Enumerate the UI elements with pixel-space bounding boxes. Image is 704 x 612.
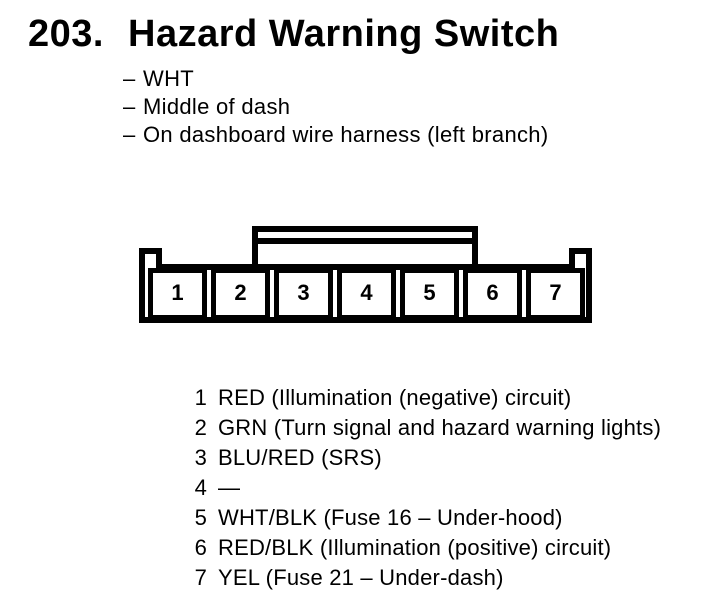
pin-cell-label: 3: [297, 279, 310, 305]
pin-row: 6 RED/BLK (Illumination (positive) circu…: [185, 533, 661, 563]
pin-number: 3: [194, 445, 207, 470]
pin-cell-6: 6: [463, 268, 522, 320]
pin-row: 7 YEL (Fuse 21 – Under-dash): [185, 563, 661, 593]
dash-bullet: –: [123, 66, 136, 91]
pin-cell-label: 6: [486, 279, 499, 305]
pin-cells: 1 2 3 4 5 6 7: [148, 268, 585, 320]
item-number: 203.: [28, 13, 104, 55]
note-text: Middle of dash: [143, 94, 291, 119]
pin-description: —: [218, 475, 241, 500]
pin-row: 5 WHT/BLK (Fuse 16 – Under-hood): [185, 503, 661, 533]
pin-cell-2: 2: [211, 268, 270, 320]
pin-assignment-list: 1 RED (Illumination (negative) circuit) …: [185, 383, 661, 593]
pin-number: 4: [194, 475, 207, 500]
pin-number: 1: [194, 385, 207, 410]
pin-description: RED (Illumination (negative) circuit): [218, 385, 572, 410]
pin-cell-3: 3: [274, 268, 333, 320]
pin-description: YEL (Fuse 21 – Under-dash): [218, 565, 504, 590]
pin-cell-7: 7: [526, 268, 585, 320]
note-text: WHT: [143, 66, 194, 91]
dash-bullet: –: [123, 122, 136, 147]
page-heading: 203. Hazard Warning Switch: [28, 15, 559, 53]
connector-diagram: 1 2 3 4 5 6 7: [134, 224, 594, 326]
pin-row: 4 —: [185, 473, 661, 503]
pin-cell-1: 1: [148, 268, 207, 320]
pin-description: GRN (Turn signal and hazard warning ligh…: [218, 415, 662, 440]
pin-row: 3 BLU/RED (SRS): [185, 443, 661, 473]
pin-number: 2: [194, 415, 207, 440]
note-item: – Middle of dash: [123, 93, 548, 121]
note-text: On dashboard wire harness (left branch): [143, 122, 549, 147]
pin-description: WHT/BLK (Fuse 16 – Under-hood): [218, 505, 563, 530]
pin-number: 6: [194, 535, 207, 560]
pin-row: 2 GRN (Turn signal and hazard warning li…: [185, 413, 661, 443]
pin-cell-label: 5: [423, 279, 436, 305]
pin-number: 7: [194, 565, 207, 590]
pin-number: 5: [194, 505, 207, 530]
note-item: – On dashboard wire harness (left branch…: [123, 121, 548, 149]
dash-bullet: –: [123, 94, 136, 119]
pin-cell-label: 1: [171, 279, 184, 305]
pin-description: RED/BLK (Illumination (positive) circuit…: [218, 535, 612, 560]
pin-cell-5: 5: [400, 268, 459, 320]
pin-description: BLU/RED (SRS): [218, 445, 382, 470]
pin-cell-4: 4: [337, 268, 396, 320]
connector-latch-tab: [252, 226, 478, 270]
notes-list: – WHT – Middle of dash – On dashboard wi…: [123, 65, 548, 149]
pin-row: 1 RED (Illumination (negative) circuit): [185, 383, 661, 413]
note-item: – WHT: [123, 65, 548, 93]
pin-cell-label: 7: [549, 279, 562, 305]
pin-cell-label: 4: [360, 279, 373, 305]
page-title: Hazard Warning Switch: [128, 13, 560, 55]
pin-cell-label: 2: [234, 279, 247, 305]
